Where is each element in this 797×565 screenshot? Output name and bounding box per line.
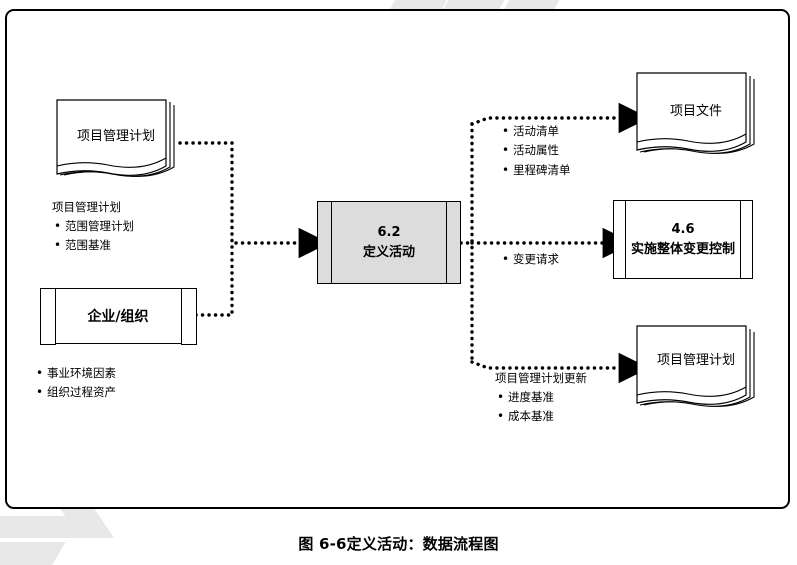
- process-text: 6.2 定义活动: [318, 222, 460, 262]
- annotation-item: 组织过程资产: [34, 383, 116, 402]
- node-label: 项目管理计划: [76, 129, 155, 144]
- annotation-item: 里程碑清单: [500, 161, 571, 180]
- figure-caption: 图 6-6定义活动：数据流程图: [298, 535, 499, 553]
- process-number: 6.2: [377, 224, 401, 240]
- process-name: 实施整体变更控制: [630, 241, 735, 257]
- annotation-item: 事业环境因素: [34, 364, 116, 383]
- annotation-item: 范围基准: [52, 236, 134, 255]
- process-right-bar: [740, 201, 741, 278]
- node-project-management-plan-input[interactable]: 项目管理计划: [50, 97, 182, 189]
- process-text: 4.6 实施整体变更控制: [614, 219, 752, 259]
- process-left-bar: [625, 201, 626, 278]
- node-project-documents[interactable]: 项目文件: [632, 70, 760, 168]
- annotation-head: 项目管理计划: [52, 200, 121, 214]
- process-name: 定义活动: [362, 244, 415, 260]
- process-right-bar: [446, 202, 447, 283]
- annotation-project-documents: 活动清单 活动属性 里程碑清单: [500, 122, 571, 180]
- node-label: 企业/组织: [87, 309, 149, 325]
- node-enterprise-organization[interactable]: 企业/组织: [39, 287, 197, 345]
- entity-left-bar: [39, 287, 56, 345]
- process-left-bar: [331, 202, 332, 283]
- node-define-activities-process[interactable]: 6.2 定义活动: [317, 201, 461, 284]
- annotation-plan-updates: 项目管理计划更新 进度基准 成本基准: [495, 369, 587, 427]
- annotation-item: 成本基准: [495, 407, 587, 426]
- node-perform-integrated-change-control[interactable]: 4.6 实施整体变更控制: [613, 200, 753, 279]
- node-project-management-plan-output[interactable]: 项目管理计划: [632, 323, 760, 421]
- annotation-item: 变更请求: [500, 250, 559, 269]
- process-number: 4.6: [671, 221, 695, 237]
- annotation-item: 活动属性: [500, 141, 571, 160]
- annotation-head: 项目管理计划更新: [495, 371, 587, 385]
- node-label: 项目管理计划: [656, 353, 735, 368]
- annotation-entity-input: 事业环境因素 组织过程资产: [34, 364, 116, 403]
- node-label: 项目文件: [669, 104, 722, 119]
- annotation-item: 进度基准: [495, 388, 587, 407]
- annotation-plan-input: 项目管理计划 范围管理计划 范围基准: [52, 198, 134, 256]
- annotation-change-request: 变更请求: [500, 250, 559, 269]
- annotation-item: 范围管理计划: [52, 217, 134, 236]
- entity-right-bar: [180, 287, 197, 345]
- annotation-item: 活动清单: [500, 122, 571, 141]
